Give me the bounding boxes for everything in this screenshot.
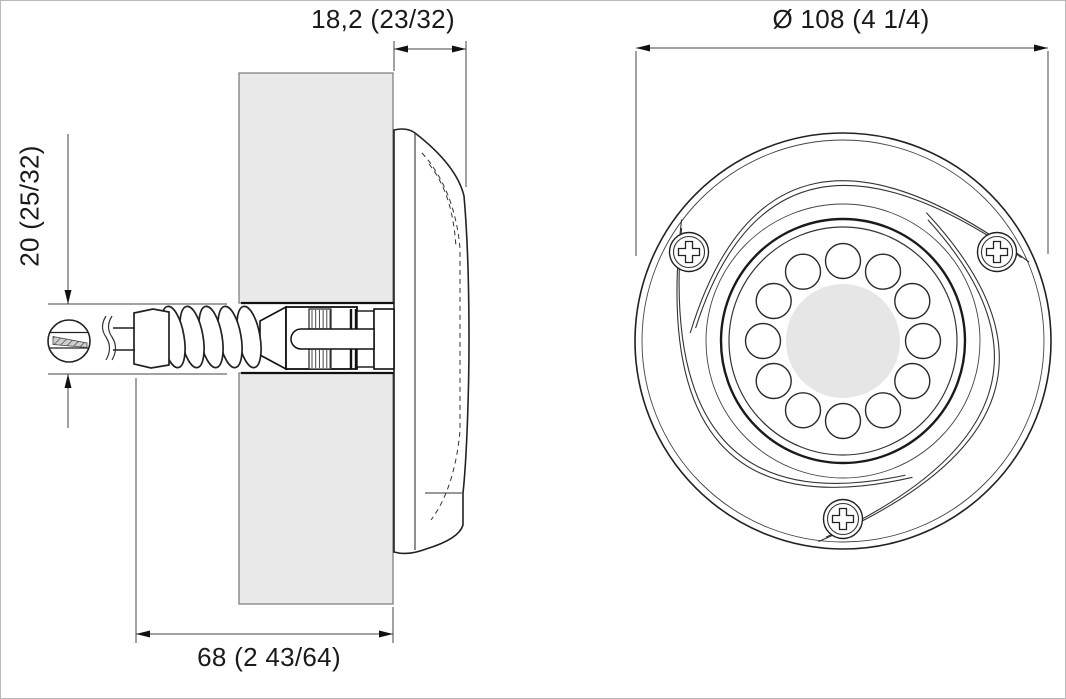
dimension-depth (135, 378, 394, 643)
bezel-step-circle (705, 203, 981, 479)
arrowhead (636, 44, 650, 52)
dimension-diameter (635, 44, 1049, 256)
led-circle (904, 322, 942, 360)
arrowhead (64, 374, 72, 388)
cable-boot (133, 308, 170, 369)
cable-end-view (47, 319, 91, 363)
cable-stub (101, 315, 135, 361)
led-circle (824, 402, 862, 440)
dimension-label-cutout: 20 (25/32) (14, 145, 45, 267)
dimension-label-diameter: Ø 108 (4 1/4) (772, 4, 930, 34)
phillips-screw-icon (668, 231, 710, 273)
lens-rim-inner-circle (728, 226, 958, 456)
led-circle (894, 362, 931, 400)
rear-boss (373, 308, 395, 370)
arrowhead (136, 630, 150, 638)
led-ring (744, 242, 942, 440)
cable-channel (290, 328, 375, 350)
arrowhead (64, 290, 72, 304)
side-section-view (47, 41, 470, 643)
gland-clip-bars (349, 309, 358, 369)
break-symbol (101, 315, 111, 361)
strain-relief-spring (133, 305, 262, 369)
arrowhead (394, 45, 408, 53)
dimension-cutout (48, 134, 227, 428)
led-circle (755, 362, 792, 400)
front-view (634, 44, 1052, 550)
bezel-inner-edge-circle (641, 139, 1045, 543)
dimension-protrusion (393, 41, 467, 187)
led-circle (744, 322, 782, 360)
led-circle (755, 282, 792, 320)
phillips-screw-icon (822, 498, 864, 540)
swirl-pattern (676, 180, 1030, 543)
center-lens-circle (786, 284, 900, 398)
break-symbol (107, 315, 117, 361)
led-circle (894, 282, 931, 320)
lens-dome-profile (393, 128, 470, 555)
led-circle (784, 253, 822, 290)
arrowhead (452, 45, 466, 53)
led-circle (824, 242, 862, 280)
cable-gland-clamp (259, 305, 395, 371)
arrowhead (1034, 44, 1048, 52)
lens-curvature-hidden-line-2 (428, 163, 457, 248)
wall-cross-section (238, 72, 394, 605)
dimension-label-depth: 68 (2 43/64) (197, 642, 341, 672)
led-circle (864, 392, 902, 429)
arrowhead (379, 630, 393, 638)
led-circle (784, 392, 822, 429)
gland-thread-hatch (308, 308, 332, 370)
led-circle (864, 253, 902, 290)
phillips-screw-icon (976, 231, 1018, 273)
bezel-screws (668, 231, 1018, 540)
dimension-label-protrusion: 18,2 (23/32) (311, 4, 455, 34)
